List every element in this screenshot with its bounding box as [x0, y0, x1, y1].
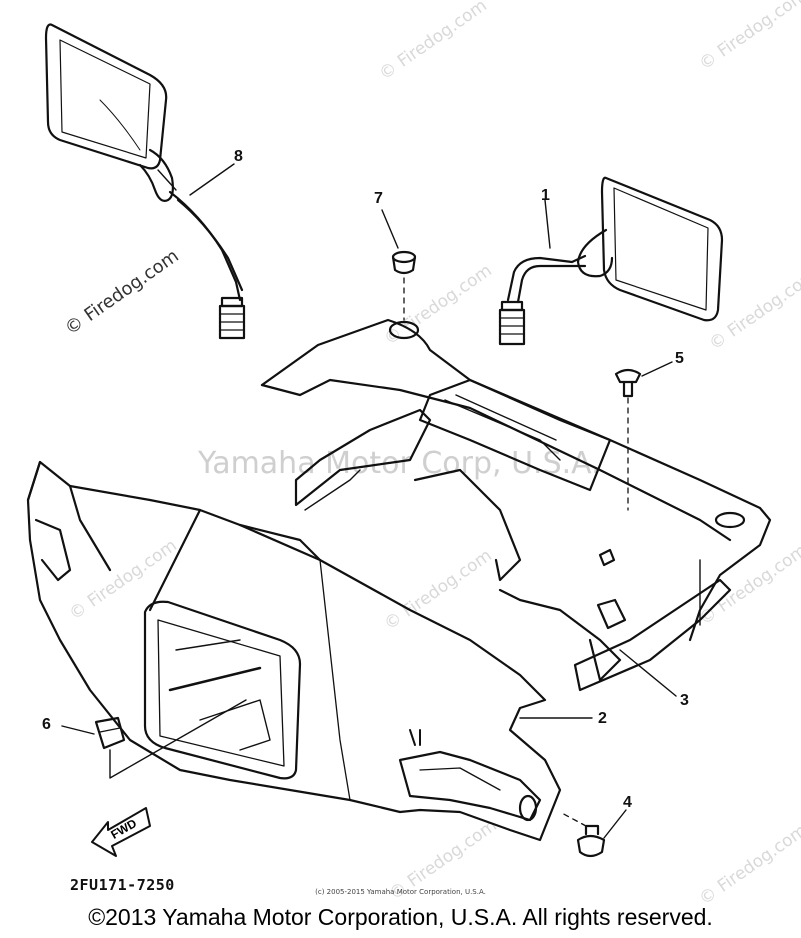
leader-lines	[61, 163, 677, 839]
inner-cover-part-3	[260, 318, 772, 692]
callout-4: 4	[623, 794, 632, 811]
center-watermark: Yamaha Motor Corp, U.S.A.	[198, 446, 601, 481]
screw-part-5	[614, 368, 642, 511]
copyright-notice: ©2013 Yamaha Motor Corporation, U.S.A. A…	[88, 904, 713, 930]
right-mirror-part-1	[498, 176, 724, 346]
callout-6: 6	[42, 716, 51, 733]
small-copyright: (c) 2005-2015 Yamaha Motor Corporation, …	[315, 888, 486, 896]
callout-5: 5	[675, 350, 684, 367]
left-mirror-part-8	[44, 23, 246, 340]
callout-3: 3	[680, 692, 689, 709]
callout-1: 1	[541, 187, 550, 204]
part-code: 2FU171-7250	[70, 876, 175, 894]
callout-8: 8	[234, 148, 243, 165]
callout-2: 2	[598, 710, 607, 727]
callout-7: 7	[374, 190, 383, 207]
handlebar-cover-part-2	[26, 460, 562, 842]
fwd-arrow	[91, 807, 151, 857]
grommet-part-7	[391, 250, 417, 321]
clip-nut-part-6	[94, 699, 247, 779]
bolt-part-4	[559, 811, 606, 858]
